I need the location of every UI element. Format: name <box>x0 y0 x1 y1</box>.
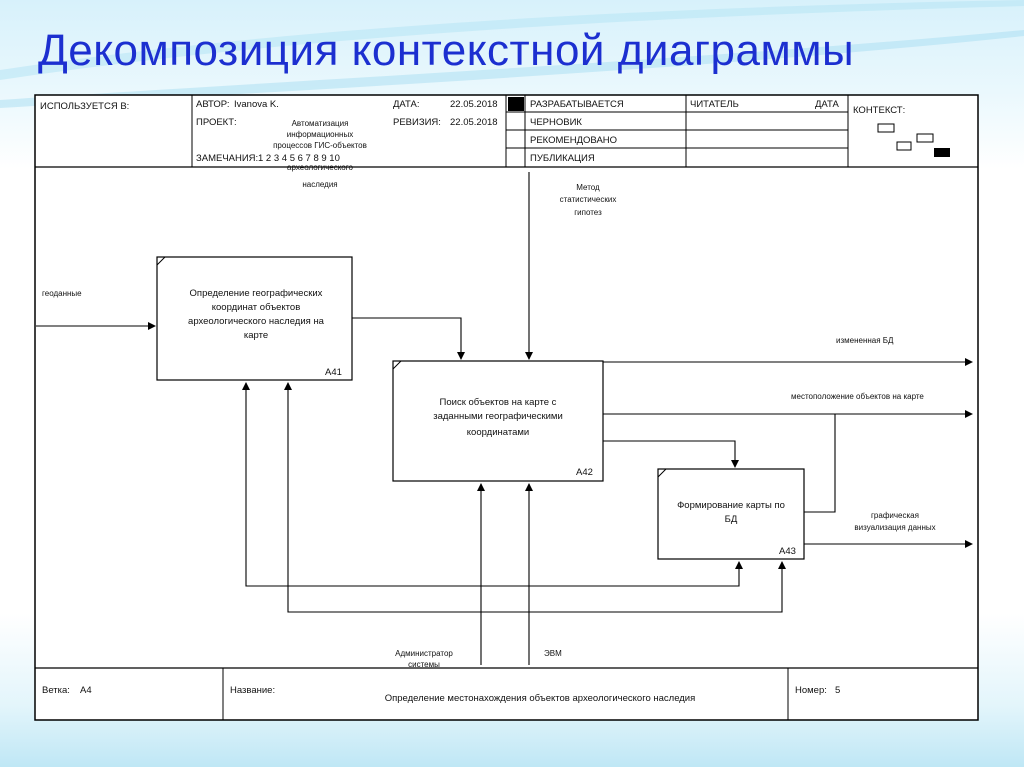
label-location: местоположение объектов на карте <box>791 392 924 401</box>
arrow-admin-a43 <box>481 561 743 587</box>
number-label: Номер: <box>795 685 827 696</box>
label-visualization-1: графическая <box>871 511 919 520</box>
svg-text:координат объектов: координат объектов <box>212 302 301 313</box>
date-label: ДАТА: <box>393 99 420 110</box>
arrow-a41-a42 <box>352 317 465 360</box>
label-visualization-2: визуализация данных <box>854 523 935 532</box>
activity-box-a42: Поиск объектов на карте с заданными геог… <box>392 360 604 482</box>
status-draft: ЧЕРНОВИК <box>530 117 582 128</box>
revision-value: 22.05.2018 <box>450 117 498 128</box>
project-label: ПРОЕКТ: <box>196 117 237 128</box>
arrow-computer-a43 <box>529 561 786 613</box>
svg-text:БД: БД <box>725 514 738 525</box>
activity-box-a43: Формирование карты по БД A43 <box>657 468 805 560</box>
arrow-a43-location <box>804 414 836 513</box>
node-label: Ветка: <box>42 685 70 696</box>
label-admin-2: системы <box>408 660 440 669</box>
status-publication: ПУБЛИКАЦИЯ <box>530 153 595 164</box>
diagram-title: Определение местонахождения объектов арх… <box>385 693 696 704</box>
reader-date-label: ДАТА <box>815 99 840 110</box>
decorative-swoosh <box>0 0 1024 108</box>
notes-value: 1 2 3 4 5 6 7 8 9 10 <box>258 153 340 164</box>
svg-text:Формирование карты по: Формирование карты по <box>677 500 785 511</box>
reader-label: ЧИТАТЕЛЬ <box>690 99 739 110</box>
label-method-2: статистических <box>560 195 617 204</box>
footer-block: Ветка: A4 Название: Определение местонах… <box>35 667 978 720</box>
svg-text:карте: карте <box>244 330 268 341</box>
svg-text:Определение географических: Определение географических <box>190 288 323 299</box>
number-value: 5 <box>835 685 840 696</box>
status-recommended: РЕКОМЕНДОВАНО <box>530 135 617 146</box>
label-method-1: Метод <box>576 183 600 192</box>
activity-box-a41: Определение географических координат объ… <box>156 256 353 381</box>
notes-label: ЗАМЕЧАНИЯ: <box>196 153 258 164</box>
context-thumbnail <box>877 123 950 157</box>
arrow-a42-a43 <box>603 440 739 468</box>
project-line-1: Автоматизация <box>292 119 349 128</box>
svg-text:координатами: координатами <box>467 427 529 438</box>
project-line-5: наследия <box>302 180 337 189</box>
author-value: Ivanova K. <box>234 99 279 110</box>
box-id: A42 <box>576 467 593 478</box>
slide-title: Декомпозиция контекстной диаграммы <box>38 26 855 75</box>
label-admin-1: Администратор <box>395 649 453 658</box>
svg-text:археологического наследия на: археологического наследия на <box>188 316 325 327</box>
author-label: АВТОР: <box>196 99 230 110</box>
label-changed-db: измененная БД <box>836 336 894 345</box>
status-marker <box>508 97 524 111</box>
header-block: ИСПОЛЬЗУЕТСЯ В: АВТОР: Ivanova K. ПРОЕКТ… <box>35 95 978 189</box>
svg-text:Поиск объектов на карте с: Поиск объектов на карте с <box>440 397 557 408</box>
project-line-3: процессов ГИС-объектов <box>273 141 367 150</box>
status-working: РАЗРАБАТЫВАЕТСЯ <box>530 99 624 110</box>
arrow-computer-a41 <box>284 382 529 613</box>
used-in-label: ИСПОЛЬЗУЕТСЯ В: <box>40 101 129 112</box>
svg-text:заданными географическими: заданными географическими <box>433 411 563 422</box>
context-label: КОНТЕКСТ: <box>853 105 905 116</box>
node-value: A4 <box>80 685 92 696</box>
box-id: A41 <box>325 367 342 378</box>
project-line-4: археологического <box>287 163 353 172</box>
title-label: Название: <box>230 685 275 696</box>
date-value: 22.05.2018 <box>450 99 498 110</box>
label-method-3: гипотез <box>574 208 602 217</box>
project-line-2: информационных <box>287 130 353 139</box>
label-geodata: геоданные <box>42 289 82 298</box>
arrow-admin-a41 <box>242 382 481 587</box>
label-computer: ЭВМ <box>544 649 562 658</box>
box-id: A43 <box>779 546 796 557</box>
revision-label: РЕВИЗИЯ: <box>393 117 441 128</box>
